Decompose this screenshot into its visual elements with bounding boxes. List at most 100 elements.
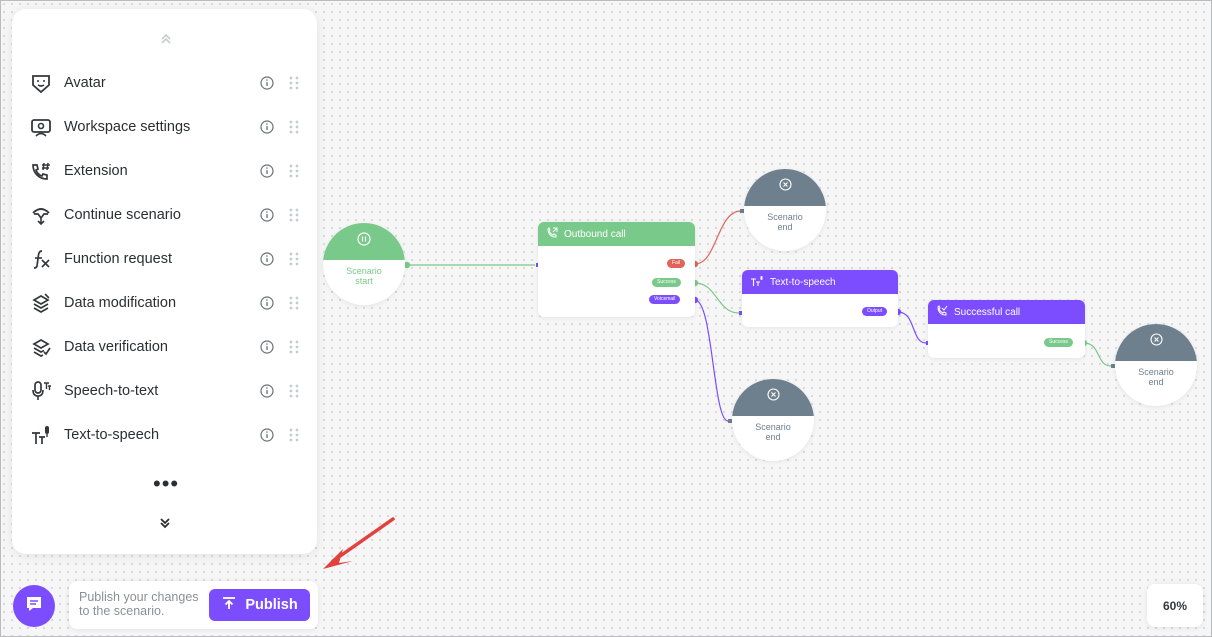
end-node-header: [744, 169, 826, 206]
chevrons-down-icon[interactable]: [157, 515, 173, 531]
function-icon: [28, 246, 54, 272]
drag-handle-icon[interactable]: [288, 163, 300, 179]
drag-handle-icon[interactable]: [288, 207, 300, 223]
palette-item-data-modification[interactable]: Data modification: [28, 285, 308, 321]
drag-handle-icon[interactable]: [288, 119, 300, 135]
text-to-speech-icon: [28, 422, 54, 448]
scenario-end-node-2[interactable]: Scenario end: [732, 379, 814, 461]
successful-call-title: Successful call: [954, 306, 1021, 318]
publish-hint: Publish your changes to the scenario.: [79, 590, 199, 618]
palette-item-label: Avatar: [64, 75, 106, 91]
palette-item-label: Function request: [64, 251, 173, 267]
drag-handle-icon[interactable]: [288, 295, 300, 311]
end-node-header: [1115, 324, 1197, 361]
chat-icon: [24, 594, 44, 619]
outbound-call-node[interactable]: Outbound call Fail Success Voicemail: [538, 222, 695, 317]
publish-panel: Publish your changes to the scenario. Pu…: [69, 581, 318, 629]
start-node-header: [323, 223, 405, 260]
palette-item-label: Continue scenario: [64, 207, 181, 223]
palette-item-label: Workspace settings: [64, 119, 191, 135]
end-node-label: Scenario end: [1115, 367, 1197, 387]
edge-success-end: [1083, 342, 1112, 367]
info-icon[interactable]: [260, 120, 274, 134]
more-items-button[interactable]: •••: [153, 471, 180, 496]
workspace-settings-icon: [28, 114, 54, 140]
outbound-call-title: Outbound call: [564, 228, 626, 240]
end-node-label: Scenario end: [732, 422, 814, 442]
drag-handle-icon[interactable]: [288, 427, 300, 443]
scenario-start-node[interactable]: Scenario start: [323, 223, 405, 305]
phone-check-icon: [936, 304, 948, 320]
successful-call-header: Successful call: [928, 300, 1085, 324]
play-icon: [357, 232, 371, 251]
drag-handle-icon[interactable]: [288, 251, 300, 267]
palette-item-function-request[interactable]: Function request: [28, 241, 308, 277]
text-to-speech-node-icon: [750, 275, 764, 290]
avatar-icon: [28, 70, 54, 96]
start-node-label: Scenario start: [323, 266, 405, 286]
edge-output-successful: [897, 311, 927, 344]
block-palette: Avatar Workspace settings Extension Co: [12, 9, 317, 554]
info-icon[interactable]: [260, 76, 274, 90]
end-node-label: Scenario end: [744, 212, 826, 232]
output-voicemail[interactable]: Voicemail: [649, 295, 681, 304]
palette-item-label: Data modification: [64, 295, 177, 311]
info-icon[interactable]: [260, 164, 274, 178]
chevrons-up-icon[interactable]: [158, 31, 174, 47]
info-icon[interactable]: [260, 296, 274, 310]
palette-item-workspace-settings[interactable]: Workspace settings: [28, 109, 308, 145]
zoom-level[interactable]: 60%: [1147, 584, 1203, 627]
info-icon[interactable]: [260, 340, 274, 354]
drag-handle-icon[interactable]: [288, 75, 300, 91]
palette-item-continue-scenario[interactable]: Continue scenario: [28, 197, 308, 233]
text-to-speech-header: Text-to-speech: [742, 270, 898, 294]
stop-icon: [778, 178, 792, 196]
drag-handle-icon[interactable]: [288, 339, 300, 355]
end-line2: end: [1148, 377, 1164, 387]
palette-item-data-verification[interactable]: Data verification: [28, 329, 308, 365]
speech-to-text-icon: [28, 378, 54, 404]
publish-button[interactable]: Publish: [209, 589, 310, 621]
output-success[interactable]: Success: [652, 278, 681, 287]
palette-item-text-to-speech[interactable]: Text-to-speech: [28, 417, 308, 453]
palette-item-label: Data verification: [64, 339, 168, 355]
palette-item-label: Speech-to-text: [64, 383, 159, 399]
text-to-speech-node[interactable]: Text-to-speech Output: [742, 270, 898, 327]
palette-item-speech-to-text[interactable]: Speech-to-text: [28, 373, 308, 409]
publish-button-label: Publish: [245, 597, 298, 613]
edge-fail-end: [694, 210, 742, 265]
output-fail[interactable]: Fail: [667, 259, 686, 268]
palette-item-label: Text-to-speech: [64, 427, 160, 443]
end-line2: end: [765, 432, 781, 442]
outbound-call-header: Outbound call: [538, 222, 695, 246]
text-to-speech-title: Text-to-speech: [770, 276, 836, 288]
output-output[interactable]: Output: [862, 307, 888, 316]
successful-call-node[interactable]: Successful call Success: [928, 300, 1085, 358]
palette-item-avatar[interactable]: Avatar: [28, 65, 308, 101]
upload-icon: [221, 595, 237, 615]
data-modification-icon: [28, 290, 54, 316]
palette-item-extension[interactable]: Extension: [28, 153, 308, 189]
output-success-final[interactable]: Success: [1044, 338, 1073, 347]
extension-phone-icon: [28, 158, 54, 184]
drag-handle-icon[interactable]: [288, 383, 300, 399]
start-line1: Scenario: [346, 266, 382, 276]
end-line1: Scenario: [767, 212, 803, 222]
info-icon[interactable]: [260, 208, 274, 222]
scenario-end-node-1[interactable]: Scenario end: [744, 169, 826, 251]
end-line1: Scenario: [755, 422, 791, 432]
info-icon[interactable]: [260, 384, 274, 398]
info-icon[interactable]: [260, 252, 274, 266]
end-line1: Scenario: [1138, 367, 1174, 377]
stop-icon: [766, 388, 780, 406]
chat-button[interactable]: [13, 585, 55, 627]
scenario-end-node-3[interactable]: Scenario end: [1115, 324, 1197, 406]
start-line2: start: [355, 276, 373, 286]
data-verification-icon: [28, 334, 54, 360]
continue-scenario-icon: [28, 202, 54, 228]
end-node-header: [732, 379, 814, 416]
edge-voicemail-end: [694, 299, 729, 422]
info-icon[interactable]: [260, 428, 274, 442]
phone-outgoing-icon: [546, 226, 558, 242]
